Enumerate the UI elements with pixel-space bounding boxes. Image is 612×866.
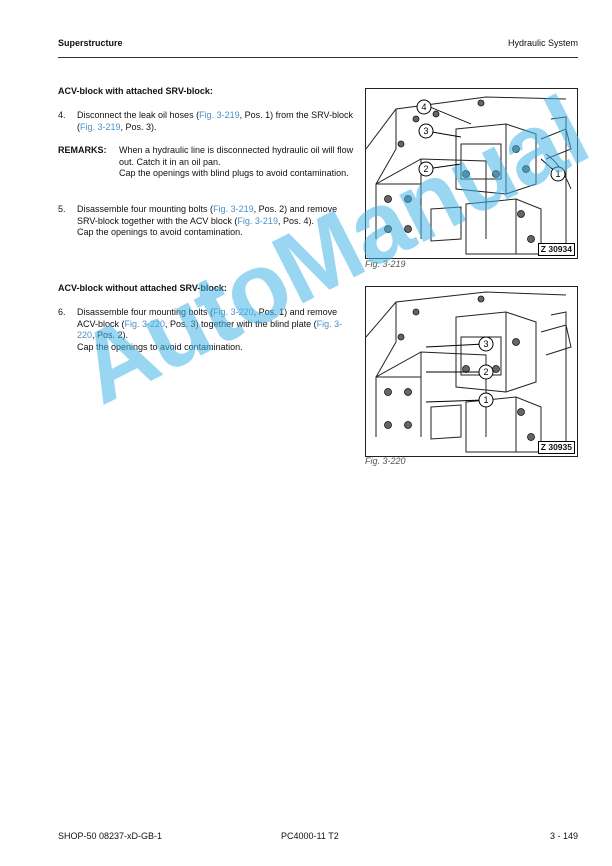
figure-reference-link[interactable]: Fig. 3-219 (80, 121, 121, 132)
header-section-title: Superstructure (58, 38, 123, 48)
step-text: , Pos. 1) from the SRV-block ( (77, 110, 353, 132)
callout-1: 1 (483, 395, 488, 405)
step-number: 5. (58, 204, 66, 214)
figure-3-219: 4 3 2 1 Z 30934 (365, 88, 578, 259)
callout-2: 2 (423, 164, 428, 174)
step-4: 4. Disconnect the leak oil hoses (Fig. 3… (58, 110, 358, 133)
figure-reference-link[interactable]: Fig. 3-220 (213, 307, 254, 317)
step-text: , Pos. 1) and remove ACV-block ( (77, 307, 338, 329)
section-title-without-srv: ACV-block without attached SRV-block: (58, 283, 227, 293)
callout-4: 4 (421, 102, 426, 112)
figure-reference-link[interactable]: Fig. 3-220 (77, 318, 343, 341)
figure-reference-link[interactable]: Fig. 3-219 (213, 204, 254, 214)
footer-model: PC4000-11 T2 (281, 831, 339, 841)
remarks-block: REMARKS: When a hydraulic line is discon… (58, 145, 358, 180)
step-text: Disassemble four mounting bolts ( (77, 204, 214, 214)
callout-3: 3 (423, 126, 428, 136)
remarks-line: When a hydraulic line is disconnected hy… (119, 145, 354, 167)
header-rule (58, 57, 578, 58)
footer-page-number: 3 - 149 (549, 831, 578, 841)
step-text: Disconnect the leak oil hoses ( (77, 110, 200, 120)
step-number: 4. (58, 110, 66, 120)
section-title-with-srv: ACV-block with attached SRV-block: (58, 86, 213, 96)
figure-caption: Fig. 3-219 (365, 259, 406, 269)
step-text: , Pos. 3). (120, 121, 157, 132)
hydraulic-block-drawing-2: 3 2 1 (366, 291, 572, 453)
step-text: , Pos. 4). (277, 215, 314, 226)
remarks-label: REMARKS: (58, 145, 107, 155)
step-text: Cap the openings to avoid contamination. (77, 341, 243, 352)
figure-reference-link[interactable]: Fig. 3-220 (124, 318, 166, 329)
header-chapter-title: Hydraulic System (507, 38, 578, 48)
step-text: , Pos. 2). (92, 330, 129, 340)
figure-caption: Fig. 3-220 (365, 456, 406, 466)
step-text: , Pos. 2) and remove SRV-block together … (77, 204, 338, 226)
figure-code-label: Z 30934 (537, 243, 575, 256)
step-6: 6. Disassemble four mounting bolts (Fig.… (58, 307, 358, 353)
step-text: , Pos. 3) together with the blind plate … (165, 318, 317, 329)
callout-3: 3 (483, 339, 488, 349)
step-text: Disassemble four mounting bolts ( (77, 307, 214, 317)
callout-1: 1 (555, 169, 560, 179)
step-text: Cap the openings to avoid contamination. (77, 227, 243, 237)
callout-2: 2 (483, 367, 488, 377)
step-number: 6. (58, 307, 66, 317)
footer-doc-id: SHOP-50 08237-xD-GB-1 (58, 831, 163, 841)
hydraulic-block-drawing-1: 4 3 2 1 (366, 96, 572, 255)
figure-reference-link[interactable]: Fig. 3-219 (199, 110, 240, 120)
step-5: 5. Disassemble four mounting bolts (Fig.… (58, 204, 358, 239)
figure-3-220: 3 2 1 Z 30935 (365, 286, 578, 457)
figure-reference-link[interactable]: Fig. 3-219 (237, 215, 278, 226)
figure-code-label: Z 30935 (537, 441, 575, 454)
remarks-line: Cap the openings with blind plugs to avo… (119, 168, 349, 178)
